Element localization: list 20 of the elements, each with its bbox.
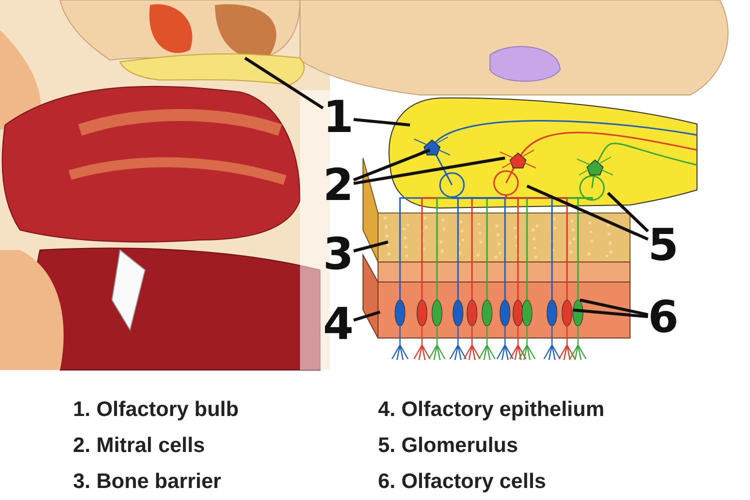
legend-text: 4. Olfactory epithelium [378, 398, 604, 422]
legend-text: 2. Mitral cells [73, 434, 205, 458]
leader-line [353, 118, 410, 126]
callout-number: 2 [323, 164, 354, 208]
leader-line [606, 192, 650, 232]
leader-line [572, 308, 648, 318]
legend-text: 5. Glomerulus [378, 434, 518, 458]
callout-number: 5 [648, 224, 679, 268]
legend-text: 1. Olfactory bulb [73, 398, 239, 422]
leader-line [580, 298, 648, 316]
legend-text: 3. Bone barrier [73, 470, 222, 494]
leader-line [244, 56, 324, 110]
callout-number: 1 [323, 96, 354, 140]
callout-number: 4 [323, 303, 354, 347]
callout-number: 6 [648, 296, 679, 340]
leader-line [353, 148, 431, 182]
leader-line [353, 156, 506, 185]
leader-line [526, 184, 649, 241]
legend-text: 6. Olfactory cells [378, 470, 546, 494]
callout-number: 3 [323, 233, 354, 277]
